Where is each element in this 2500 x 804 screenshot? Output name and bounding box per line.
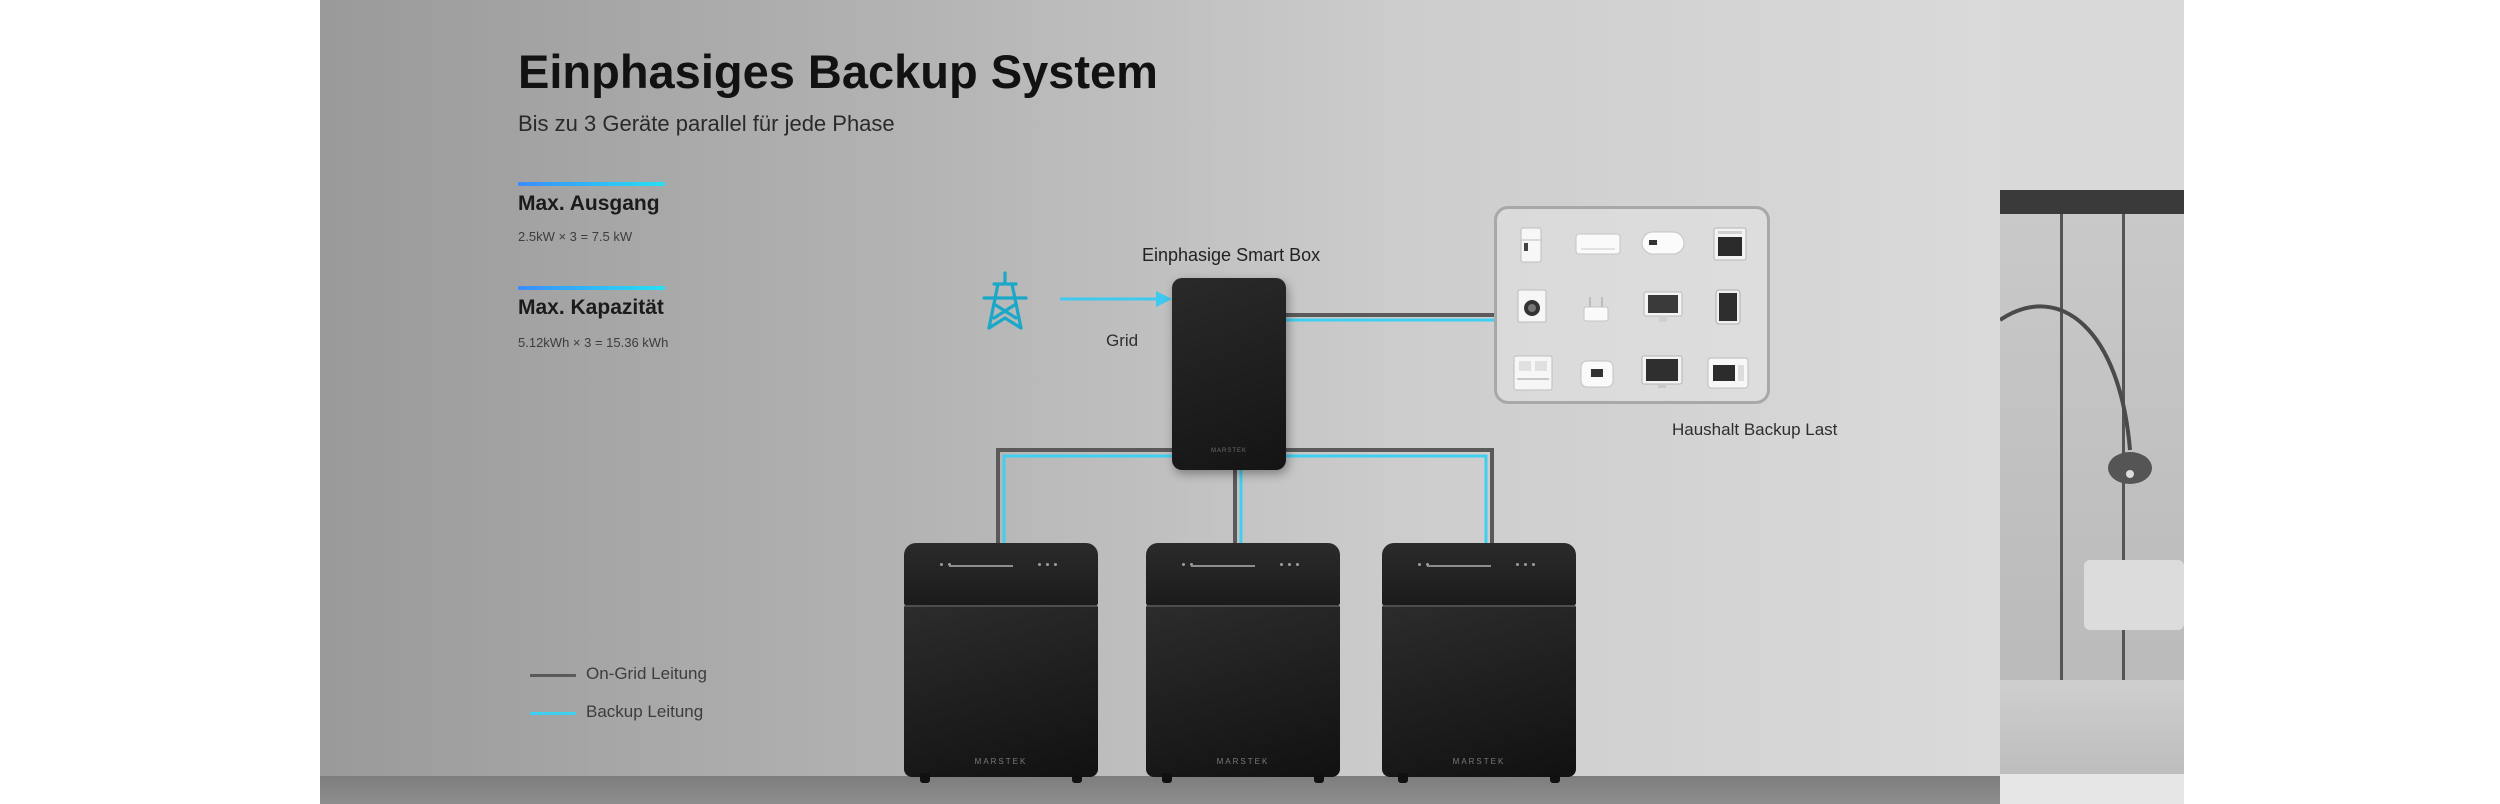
sofa	[2084, 560, 2184, 630]
monitor-icon	[1643, 291, 1683, 322]
household-load-panel	[1494, 206, 1770, 404]
backup-system-scene: Einphasiges Backup System Bis zu 3 Gerät…	[320, 0, 2184, 804]
battery-unit: MARSTEK	[904, 543, 1098, 783]
legend-backup-label: Backup Leitung	[586, 702, 704, 721]
smart-box-brand: MARSTEK	[1210, 448, 1247, 454]
power-pylon-icon	[982, 271, 1028, 330]
legend-backup-swatch	[530, 712, 576, 715]
arc-lamp-icon	[2000, 304, 2152, 484]
load-label: Haushalt Backup Last	[1672, 420, 1838, 439]
microwave-icon	[1707, 357, 1749, 389]
battery-brand: MARSTEK	[1452, 757, 1506, 766]
living-room-photo	[2000, 0, 2184, 804]
tv-icon	[1641, 355, 1683, 388]
grid-label: Grid	[1106, 331, 1139, 350]
spec-max-capacity-label: Max. Kapazität	[518, 296, 664, 319]
page-subtitle: Bis zu 3 Geräte parallel für jede Phase	[518, 111, 895, 136]
legend-ongrid-label: On-Grid Leitung	[586, 664, 707, 683]
tablet-icon	[1715, 289, 1741, 325]
refrigerator-icon	[1520, 227, 1542, 263]
page-title: Einphasiges Backup System	[518, 45, 1158, 98]
spec-max-capacity-value: 5.12kWh × 3 = 15.36 kWh	[518, 335, 669, 350]
legend-ongrid-swatch	[530, 674, 576, 677]
washing-machine-icon	[1517, 289, 1547, 323]
spec-accent-line	[518, 286, 665, 290]
battery-unit: MARSTEK	[1146, 543, 1340, 783]
spec-max-output-value: 2.5kW × 3 = 7.5 kW	[518, 229, 633, 244]
smart-box-device: MARSTEK	[1172, 278, 1286, 470]
rice-cooker-icon	[1580, 360, 1614, 388]
air-conditioner-icon	[1575, 233, 1621, 255]
dishwasher-icon	[1513, 355, 1553, 391]
battery-unit: MARSTEK	[1382, 543, 1576, 783]
water-heater-icon	[1641, 231, 1685, 255]
router-icon	[1583, 297, 1609, 322]
oven-icon	[1713, 227, 1747, 261]
battery-brand: MARSTEK	[974, 757, 1028, 766]
battery-brand: MARSTEK	[1216, 757, 1270, 766]
smart-box-label: Einphasige Smart Box	[1142, 245, 1321, 265]
spec-accent-line	[518, 182, 665, 186]
floor	[320, 776, 2000, 804]
spec-max-output-label: Max. Ausgang	[518, 192, 660, 215]
